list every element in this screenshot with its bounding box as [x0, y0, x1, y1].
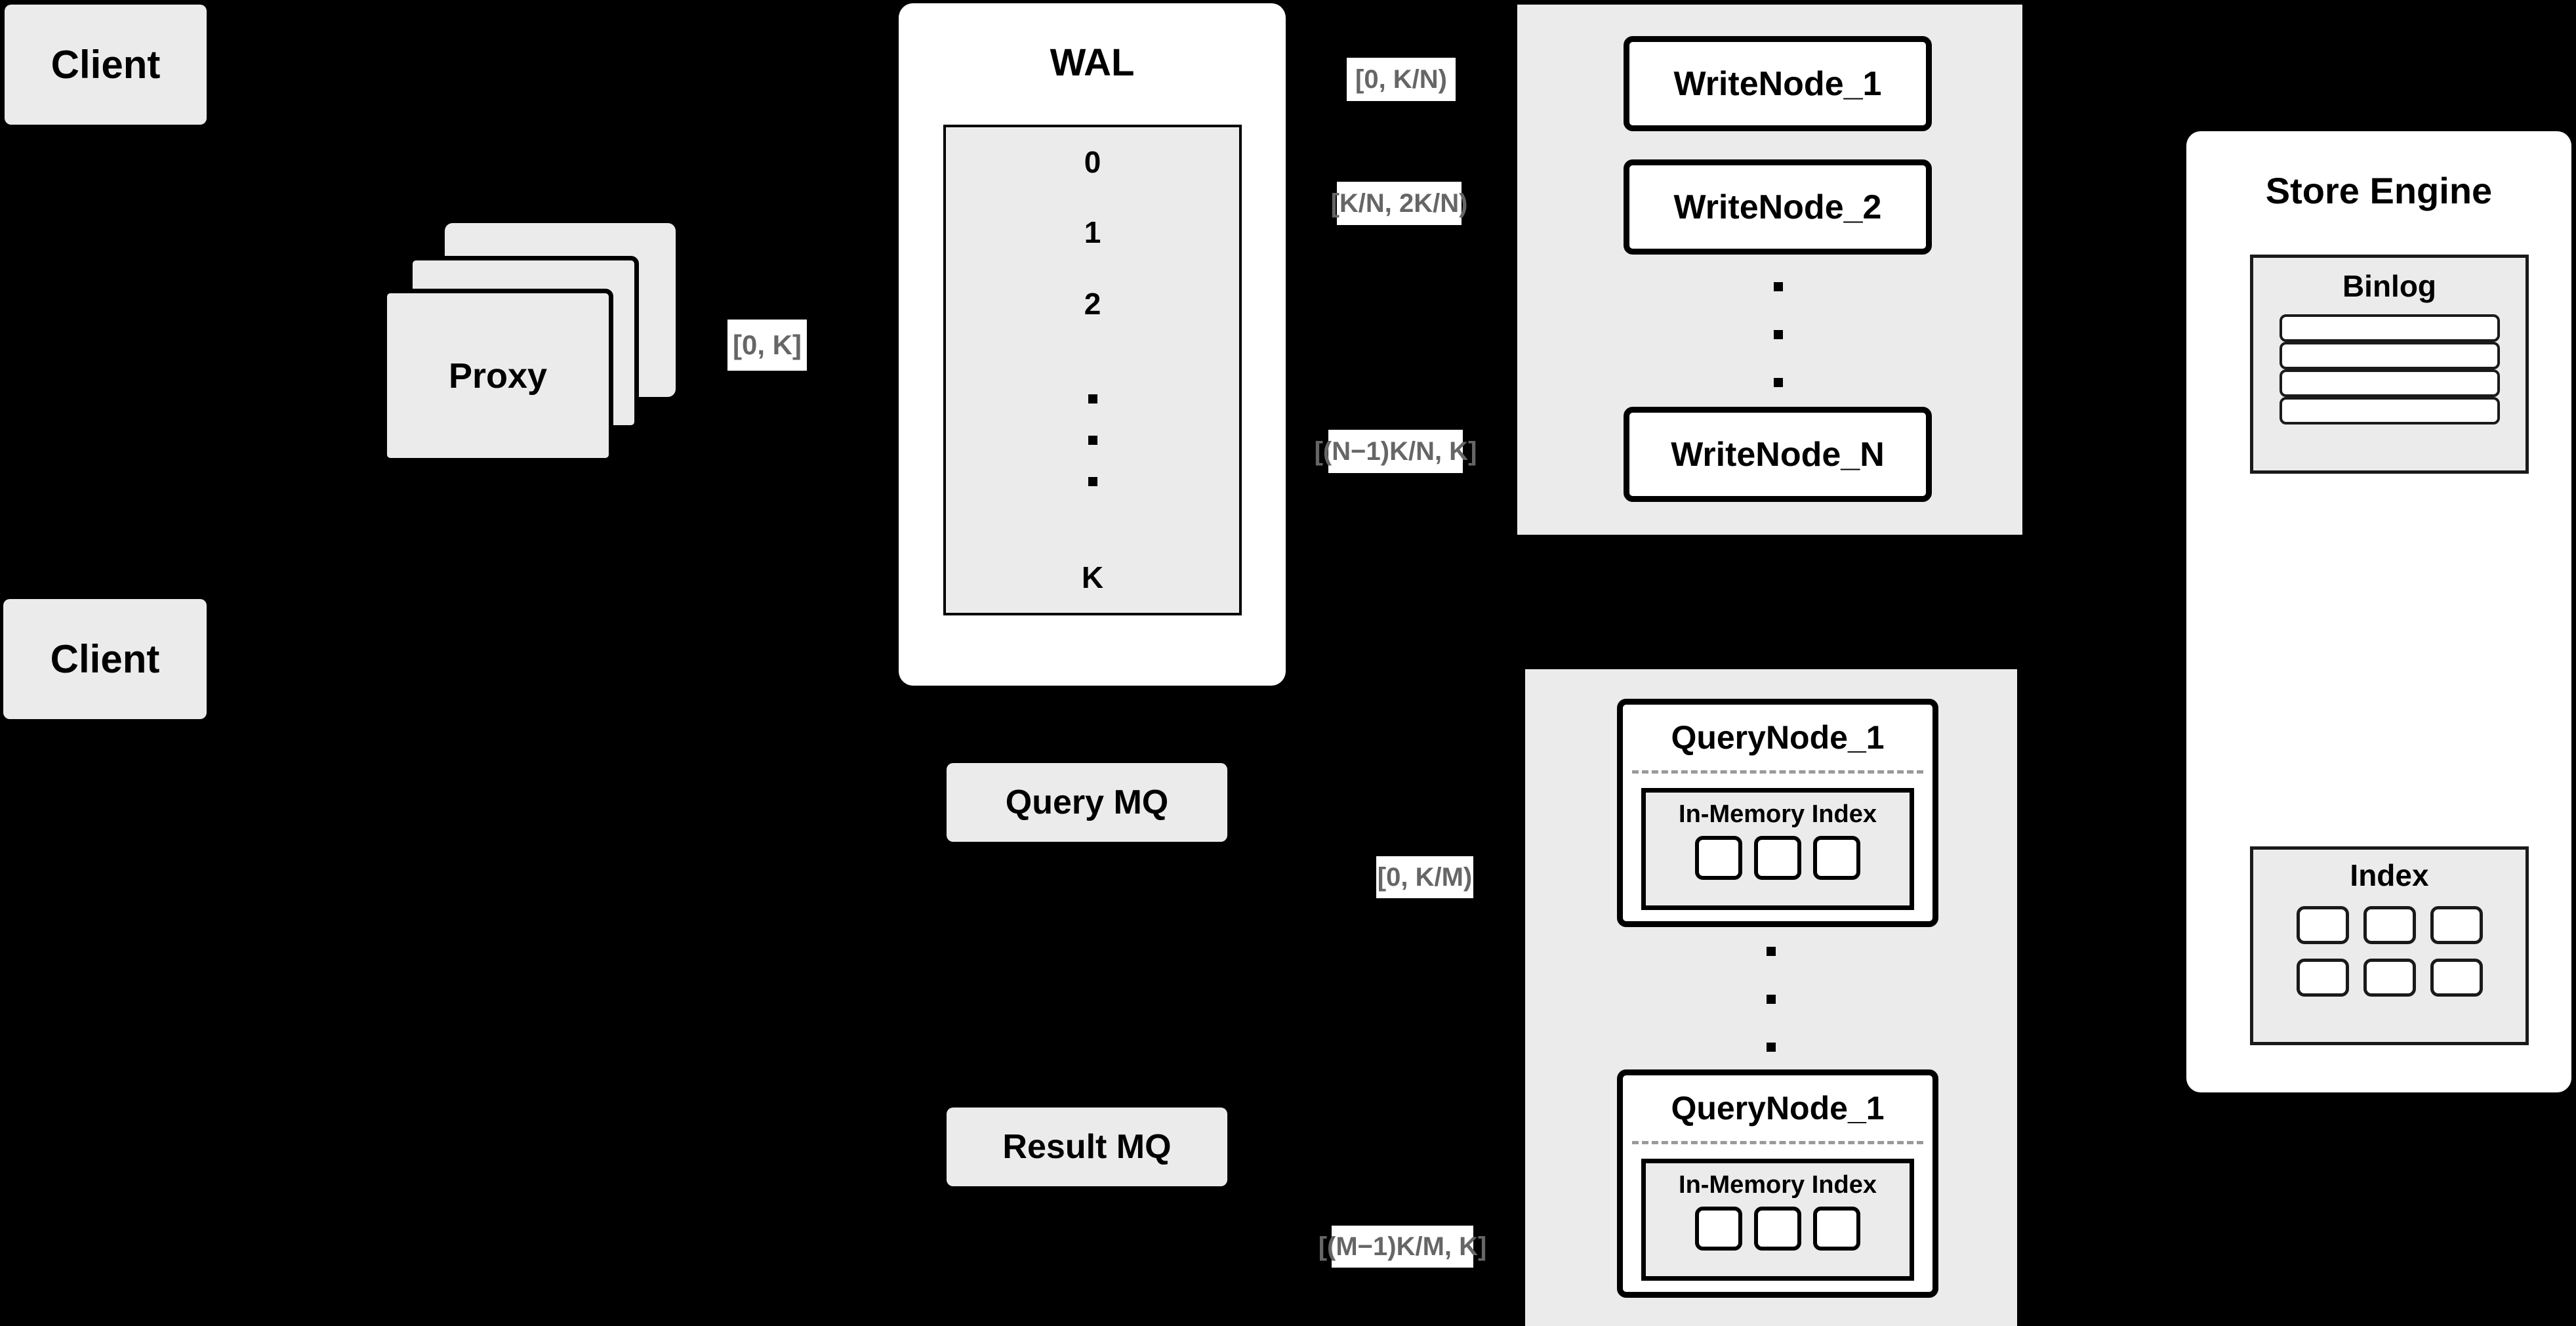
binlog-row[interactable] — [2279, 342, 2500, 369]
index-grid-cell[interactable] — [2296, 959, 2349, 997]
query-node-m-index-label: In-Memory Index — [1679, 1171, 1877, 1199]
index-grid-cell[interactable] — [2296, 906, 2349, 944]
store-engine-title-text: Store Engine — [2265, 169, 2493, 211]
binlog-title: Binlog — [2253, 258, 2525, 314]
query-node-1-divider — [1632, 770, 1923, 774]
query-mq-box[interactable]: Query MQ — [947, 763, 1227, 842]
query-node-1-index-title: In-Memory Index — [1646, 793, 1910, 836]
edge-label-querynode-m: [(M−1)K/M, K] — [1319, 1226, 1486, 1268]
query-node-1-index-label: In-Memory Index — [1679, 800, 1877, 828]
index-grid-cell[interactable] — [2363, 906, 2416, 944]
wal-entry-k[interactable]: K — [943, 541, 1242, 615]
result-mq-box[interactable]: Result MQ — [947, 1108, 1227, 1186]
wal-entry-1[interactable]: 1 — [943, 196, 1242, 270]
write-node-n[interactable]: WriteNode_N — [1624, 407, 1932, 502]
write-node-2[interactable]: WriteNode_2 — [1624, 159, 1932, 255]
query-node-m-inmemory-index: In-Memory Index — [1641, 1159, 1914, 1281]
edge-label-text-qn1: [0, K/M) — [1377, 862, 1473, 892]
edge-label-text-proxy-wal: [0, K] — [733, 329, 802, 360]
index-cell[interactable] — [1813, 836, 1860, 880]
edge-label-proxy-to-wal: [0, K] — [727, 320, 807, 371]
client-label-1: Client — [51, 43, 161, 87]
query-node-m[interactable]: QueryNode_1 In-Memory Index — [1617, 1069, 1938, 1298]
edge-label-text-wn1: [0, K/N) — [1355, 64, 1447, 94]
index-cell[interactable] — [1754, 1207, 1801, 1251]
index-cell[interactable] — [1813, 1207, 1860, 1251]
index-panel: Index — [2250, 846, 2529, 1045]
client-label-2: Client — [50, 637, 160, 681]
wal-title-text: WAL — [1050, 41, 1135, 84]
query-node-1-inmemory-index: In-Memory Index — [1641, 788, 1914, 910]
wal-ellipsis-dots — [1088, 394, 1097, 486]
edge-label-writenode-2: [K/N, 2K/N) — [1331, 182, 1467, 225]
index-grid-cell[interactable] — [2430, 906, 2483, 944]
client-box-2[interactable]: Client — [3, 599, 207, 719]
query-node-m-divider — [1632, 1141, 1923, 1144]
binlog-row[interactable] — [2279, 314, 2500, 342]
proxy-card-front[interactable]: Proxy — [382, 289, 613, 463]
index-grid-cell[interactable] — [2363, 959, 2416, 997]
write-node-1-label: WriteNode_1 — [1673, 64, 1882, 103]
wal-entry-label-k: K — [1081, 560, 1104, 594]
write-node-2-label: WriteNode_2 — [1673, 188, 1882, 226]
wal-entry-label-0: 0 — [1084, 144, 1101, 179]
edge-label-text-wn2: [K/N, 2K/N) — [1330, 188, 1468, 218]
write-node-1[interactable]: WriteNode_1 — [1624, 36, 1932, 131]
store-engine-title: Store Engine — [2186, 167, 2571, 213]
result-mq-label: Result MQ — [1002, 1128, 1172, 1166]
binlog-row[interactable] — [2279, 397, 2500, 425]
query-node-m-index-title: In-Memory Index — [1646, 1163, 1910, 1207]
wal-entry-2[interactable]: 2 — [943, 268, 1242, 342]
index-cell[interactable] — [1695, 836, 1742, 880]
edge-label-writenode-1: [0, K/N) — [1347, 58, 1456, 101]
wal-entry-label-2: 2 — [1084, 286, 1101, 321]
index-grid-cell[interactable] — [2430, 959, 2483, 997]
query-node-1[interactable]: QueryNode_1 In-Memory Index — [1617, 699, 1938, 927]
write-node-ellipsis — [1773, 282, 1784, 387]
proxy-label: Proxy — [448, 356, 548, 396]
wal-entry-label-1: 1 — [1084, 215, 1101, 249]
binlog-panel: Binlog — [2250, 255, 2529, 474]
query-node-1-label: QueryNode_1 — [1671, 719, 1885, 756]
query-node-m-label: QueryNode_1 — [1671, 1090, 1885, 1127]
binlog-row[interactable] — [2279, 369, 2500, 397]
edge-label-text-qnm: [(M−1)K/M, K] — [1318, 1232, 1487, 1261]
wal-entry-0[interactable]: 0 — [943, 125, 1242, 199]
query-node-1-title: QueryNode_1 — [1623, 705, 1932, 770]
edge-label-text-wnn: [(N−1)K/N, K] — [1314, 436, 1477, 466]
write-node-n-label: WriteNode_N — [1671, 435, 1885, 474]
index-cell[interactable] — [1695, 1207, 1742, 1251]
wal-entry-ellipsis — [943, 339, 1242, 544]
binlog-rows — [2253, 314, 2525, 425]
query-node-m-index-cells — [1646, 1207, 1910, 1251]
index-title-text: Index — [2350, 858, 2429, 892]
query-mq-label: Query MQ — [1005, 783, 1169, 821]
index-grid-row — [2253, 959, 2525, 997]
index-grid-row — [2253, 906, 2525, 944]
query-node-m-title: QueryNode_1 — [1623, 1075, 1932, 1141]
wal-title: WAL — [899, 39, 1286, 85]
index-cell[interactable] — [1754, 836, 1801, 880]
query-node-1-index-cells — [1646, 836, 1910, 880]
binlog-title-text: Binlog — [2342, 269, 2437, 303]
edge-label-querynode-1: [0, K/M) — [1376, 856, 1473, 898]
edge-label-writenode-n: [(N−1)K/N, K] — [1315, 430, 1477, 473]
client-box-1[interactable]: Client — [5, 5, 207, 125]
query-node-ellipsis — [1766, 947, 1776, 1052]
index-title: Index — [2253, 850, 2525, 901]
